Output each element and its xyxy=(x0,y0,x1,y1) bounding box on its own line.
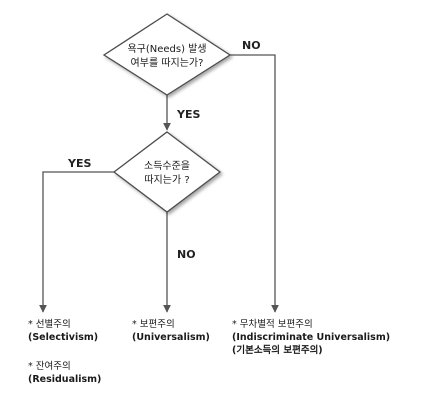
decision-income-line2: 따지는가 ? xyxy=(144,174,189,186)
decision-diamond xyxy=(112,131,222,213)
outcome-universalism-sub: (Universalism) xyxy=(132,332,210,343)
outcome-universalism: * 보편주의 (Universalism) xyxy=(132,318,210,344)
branch-label-d2-no: NO xyxy=(177,248,196,261)
outcome-residualism-label: * 잔여주의 xyxy=(28,361,71,372)
outcome-indiscriminate-label: * 무차별적 보편주의 xyxy=(232,319,313,330)
decision-needs-line2: 여부를 따지는가? xyxy=(131,57,204,69)
outcome-universalism-label: * 보편주의 xyxy=(132,319,175,330)
connector-d1-no xyxy=(230,54,279,313)
branch-label-d1-yes: YES xyxy=(176,108,200,121)
outcome-indiscriminate-sub: (Indiscriminate Universalism) xyxy=(232,332,391,343)
decision-income-line1: 소득수준을 xyxy=(144,160,190,172)
decision-diamond xyxy=(102,13,232,96)
outcome-selectivism-sub: (Selectivism) xyxy=(28,332,99,343)
outcome-indiscriminate-sub2: (기본소득의 보편주의) xyxy=(232,345,323,356)
branch-label-d2-yes: YES xyxy=(67,157,91,170)
decision-income: 소득수준을 따지는가 ? xyxy=(112,131,222,213)
decision-needs: 욕구(Needs) 발생 여부를 따지는가? xyxy=(102,13,232,96)
decision-needs-line1: 욕구(Needs) 발생 xyxy=(127,43,206,55)
outcome-residualism: * 잔여주의 (Residualism) xyxy=(28,360,101,386)
outcome-selectivism: * 선별주의 (Selectivism) xyxy=(28,318,98,344)
outcome-indiscriminate: * 무차별적 보편주의 (Indiscriminate Universalism… xyxy=(232,318,390,357)
branch-label-d1-no: NO xyxy=(242,39,261,52)
outcome-selectivism-label: * 선별주의 xyxy=(28,319,71,330)
outcome-residualism-sub: (Residualism) xyxy=(28,374,102,385)
connector-d2-yes xyxy=(39,171,114,313)
